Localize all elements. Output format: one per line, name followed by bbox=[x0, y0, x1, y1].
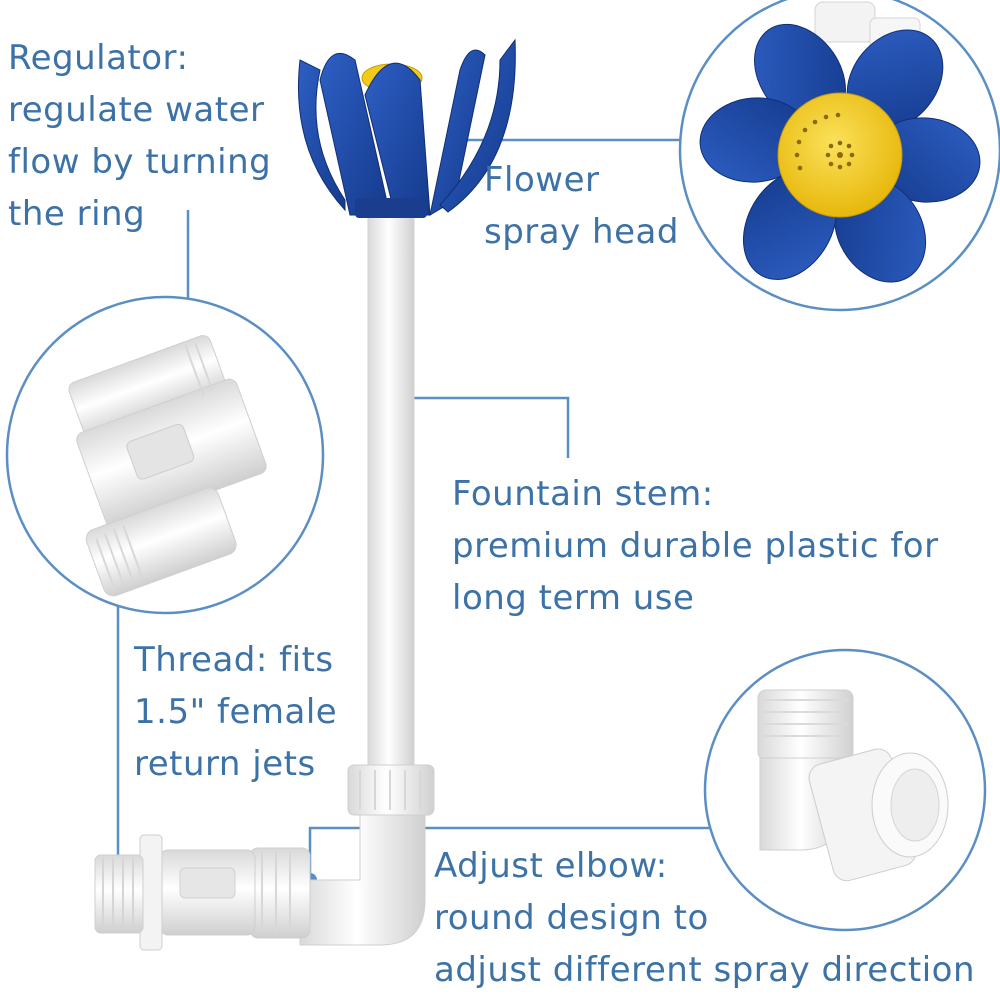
flower-detail-circle bbox=[678, 0, 1000, 312]
thread-callout-line-1: Thread: fits bbox=[134, 640, 334, 680]
fountain-assembly bbox=[94, 38, 516, 951]
regulator-callout-line-1: Regulator: bbox=[8, 38, 189, 78]
adjust-elbow bbox=[299, 814, 426, 946]
fountain-stem bbox=[367, 214, 415, 776]
regulator-callout-line-4: the ring bbox=[8, 194, 146, 234]
flower-spray-head bbox=[297, 38, 516, 217]
fountain-stem-callout: Fountain stem: premium durable plastic f… bbox=[452, 468, 939, 624]
thread-end bbox=[94, 854, 144, 934]
stem-callout-line-1: Fountain stem: bbox=[452, 474, 714, 514]
flower-spray-head-callout: Flower spray head bbox=[484, 154, 679, 258]
regulator-callout: Regulator: regulate water flow by turnin… bbox=[8, 32, 271, 240]
adjust-elbow-callout: Adjust elbow: round design to adjust dif… bbox=[434, 840, 975, 996]
flower-callout-line-2: spray head bbox=[484, 212, 679, 252]
elbow-callout-line-1: Adjust elbow: bbox=[434, 846, 668, 886]
regulator-callout-line-2: regulate water bbox=[8, 90, 265, 130]
elbow-callout-line-2: round design to bbox=[434, 898, 709, 938]
stem-callout-line-3: long term use bbox=[452, 578, 695, 618]
thread-callout-line-3: return jets bbox=[134, 744, 316, 784]
thread-callout: Thread: fits 1.5" female return jets bbox=[134, 634, 337, 790]
elbow-detail-circle bbox=[703, 648, 987, 932]
stem-callout-line-2: premium durable plastic for bbox=[452, 526, 939, 566]
elbow-callout-line-3: adjust different spray direction bbox=[434, 950, 976, 990]
flower-callout-line-1: Flower bbox=[484, 160, 600, 200]
thread-callout-line-2: 1.5" female bbox=[134, 692, 338, 732]
regulator-callout-line-3: flow by turning bbox=[8, 142, 272, 182]
spray-holes bbox=[794, 112, 855, 171]
regulator-detail-circle bbox=[5, 295, 325, 615]
